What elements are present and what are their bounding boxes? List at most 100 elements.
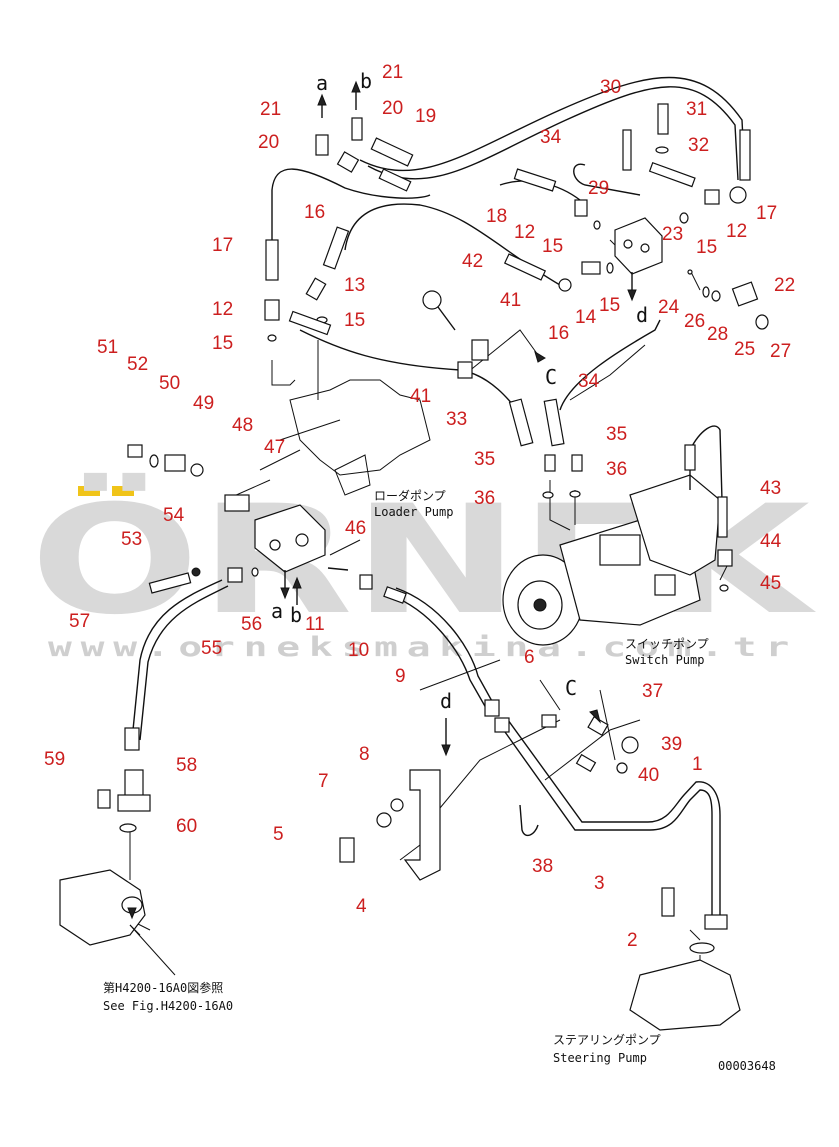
callout-30: 30 xyxy=(600,77,621,98)
fitting-12a xyxy=(574,199,588,217)
adapter-35b xyxy=(571,454,583,472)
callout-41: 41 xyxy=(500,290,521,311)
oring-15c xyxy=(267,334,277,342)
callout-39: 39 xyxy=(661,734,682,755)
switch-pump-label-jp: スイッチポンプ xyxy=(625,637,709,651)
callout-3: 3 xyxy=(594,873,605,894)
callout-16: 16 xyxy=(548,323,569,344)
callout-40: 40 xyxy=(638,765,659,786)
washer-32 xyxy=(655,146,669,154)
callout-31: 31 xyxy=(686,99,707,120)
callout-38: 38 xyxy=(532,856,553,877)
callout-11: 11 xyxy=(305,614,325,635)
hose-9-end-bottom xyxy=(484,699,500,717)
callout-8: 8 xyxy=(359,744,370,765)
pipe-38 xyxy=(519,804,539,837)
pipe-1 xyxy=(499,724,713,915)
arrow-d-top xyxy=(627,289,637,302)
pipe-1-flange xyxy=(704,914,728,930)
clamp-41a xyxy=(471,339,489,361)
callout-42: 42 xyxy=(462,251,483,272)
loader-pump-label-en: Loader Pump xyxy=(374,505,453,519)
callout-32: 32 xyxy=(688,135,709,156)
callout-55: 55 xyxy=(201,638,222,659)
elbow-17b xyxy=(729,186,747,204)
valve-block-46 xyxy=(254,504,326,573)
plug-51 xyxy=(127,444,143,458)
bolt-head-42 xyxy=(422,290,442,310)
callout-15: 15 xyxy=(212,333,233,354)
callout-12: 12 xyxy=(514,222,535,243)
adapter-35a xyxy=(544,454,556,472)
oring-2 xyxy=(689,942,715,954)
elbow-44 xyxy=(717,549,733,567)
callout-17: 17 xyxy=(756,203,777,224)
steering-pump-outline xyxy=(629,959,741,1031)
hose-18-fitting xyxy=(513,168,557,192)
callout-23: 23 xyxy=(662,224,683,245)
hose-33 xyxy=(508,398,534,447)
callout-44: 44 xyxy=(760,531,782,552)
oring-25 xyxy=(755,314,769,330)
callout-15: 15 xyxy=(542,236,563,257)
callout-48: 48 xyxy=(232,415,253,436)
callout-4: 4 xyxy=(356,896,367,917)
callout-15: 15 xyxy=(599,295,620,316)
hose-19-fitting xyxy=(370,137,414,167)
callout-17: 17 xyxy=(212,235,233,256)
hose-16 xyxy=(344,203,561,286)
hose-17b xyxy=(739,129,751,181)
callout-37: 37 xyxy=(642,681,663,702)
callout-43: 43 xyxy=(760,478,781,499)
callout-21: 21 xyxy=(260,99,281,120)
steering-pump-label-en: Steering Pump xyxy=(553,1051,647,1065)
callout-25: 25 xyxy=(734,339,755,360)
hose-57 xyxy=(131,579,223,741)
callout-22: 22 xyxy=(774,275,795,296)
pin-11 xyxy=(327,567,349,571)
callout-10: 10 xyxy=(348,640,369,661)
elbow-10 xyxy=(359,574,373,590)
callout-15: 15 xyxy=(344,310,365,331)
hose-34b xyxy=(543,398,565,447)
washer-49 xyxy=(190,463,204,477)
callout-26: 26 xyxy=(684,311,705,332)
bolt-3 xyxy=(661,887,675,917)
callout-50: 50 xyxy=(159,373,180,394)
elbow-55 xyxy=(227,567,243,583)
clamp-37 xyxy=(587,715,609,737)
ref-letter-a-bottom: a xyxy=(271,599,283,623)
callout-34: 34 xyxy=(578,371,600,392)
tee-fitting-20a xyxy=(315,134,329,156)
callout-51: 51 xyxy=(97,337,118,358)
callout-47: 47 xyxy=(264,437,285,458)
watermark-accent-1 xyxy=(78,486,100,496)
clamp-41b xyxy=(457,361,473,379)
callout-numbers: 21 21 20 20 19 30 31 34 32 29 17 16 18 1… xyxy=(44,62,795,951)
watermark-accent-2 xyxy=(112,486,134,496)
bracket-50 xyxy=(164,454,186,472)
oring-36b xyxy=(569,490,581,498)
hose-9-inner xyxy=(395,587,499,713)
arrow-d-bottom xyxy=(441,744,451,757)
switch-pump-label-en: Switch Pump xyxy=(625,653,704,667)
hose-57-end xyxy=(124,727,140,751)
ref-letter-b-bottom: b xyxy=(290,603,302,627)
callout-35: 35 xyxy=(606,424,627,445)
reference-letters: a b d C a b d C xyxy=(271,69,648,713)
callout-27: 27 xyxy=(770,341,791,362)
clamp-37b xyxy=(575,753,597,773)
ref-letter-a-top: a xyxy=(316,71,328,95)
ref-letter-c-mid: C xyxy=(545,365,557,389)
washer-54 xyxy=(191,567,201,577)
oring-36a xyxy=(542,491,554,499)
ref-letter-c-bottom: C xyxy=(565,676,577,700)
nut-7 xyxy=(376,812,392,828)
callout-20: 20 xyxy=(382,98,403,119)
callout-24: 24 xyxy=(658,297,680,318)
callout-56: 56 xyxy=(241,614,262,635)
loader-pump-outline xyxy=(289,379,431,476)
connector-14 xyxy=(581,261,601,275)
callout-59: 59 xyxy=(44,749,65,770)
